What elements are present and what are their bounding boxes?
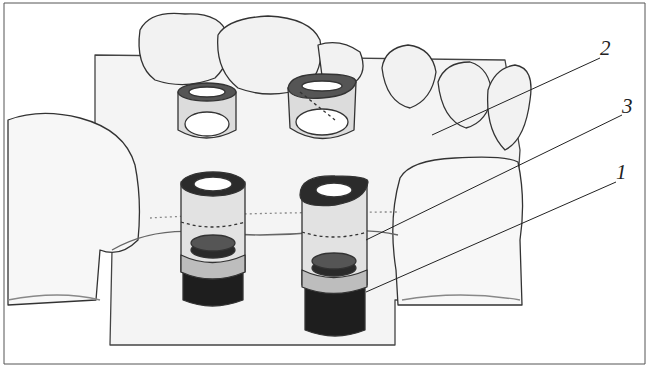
leader-line (366, 115, 622, 240)
leader-line (432, 58, 600, 135)
callout-number: 1 (616, 162, 627, 183)
abutment-cap (178, 83, 236, 138)
abutment-cap (288, 74, 356, 139)
implant (300, 176, 368, 336)
upper-canine (438, 62, 492, 128)
callout-number: 3 (622, 96, 633, 117)
upper-molar (139, 13, 229, 84)
implant (181, 172, 245, 306)
leader-line (366, 182, 616, 292)
lower-molar (8, 113, 139, 305)
upper-tooth (488, 65, 531, 150)
upper-premolar (382, 45, 436, 108)
callout-number: 2 (600, 38, 611, 59)
frame (4, 3, 645, 364)
lower-premolar (393, 157, 523, 305)
